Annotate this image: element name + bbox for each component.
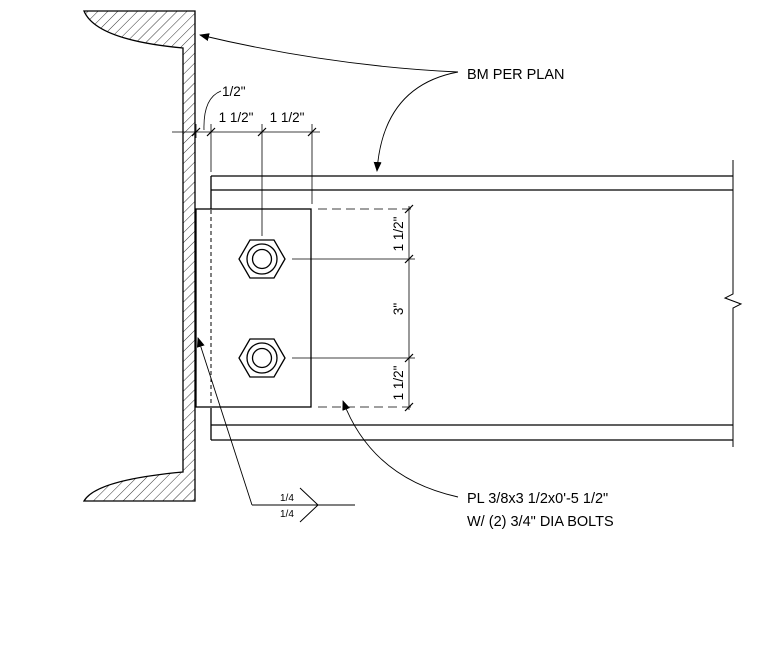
plate-callout: PL 3/8x3 1/2x0'-5 1/2" W/ (2) 3/4" DIA B… <box>342 400 614 530</box>
bolt-bottom-washer <box>246 342 278 374</box>
beam <box>210 160 743 447</box>
vtick-1 <box>404 204 414 214</box>
plate-callout-line1: PL 3/8x3 1/2x0'-5 1/2" <box>467 491 608 507</box>
tick-1 <box>191 127 201 137</box>
beam-callout: BM PER PLAN <box>199 33 565 172</box>
dim-gap-label: 1/2" <box>222 84 246 99</box>
bolt-top-shank <box>251 248 273 270</box>
fillet-weld-icon <box>299 487 319 523</box>
gap-leader <box>203 90 222 131</box>
vtick-3 <box>404 353 414 363</box>
vtick-4 <box>404 402 414 412</box>
beam-leader-to-support <box>199 33 459 73</box>
bolt-top-washer <box>246 243 278 275</box>
tick-3 <box>257 127 267 137</box>
dim-v-bottom-label: 1 1/2" <box>391 365 406 400</box>
vertical-dimensions: 1 1/2" 3" 1 1/2" <box>292 204 415 412</box>
dim-edge-label: 1 1/2" <box>219 110 254 125</box>
beam-leader-to-beam <box>373 71 459 172</box>
weld-arrow-leader <box>196 337 253 506</box>
supporting-member-hatch <box>82 10 196 502</box>
bolt-top <box>238 239 286 279</box>
bolt-bottom <box>238 338 286 378</box>
weld-size-bottom: 1/4 <box>280 509 294 520</box>
plate-leader <box>342 400 459 498</box>
dim-v-top-label: 1 1/2" <box>391 216 406 251</box>
horizontal-dimensions: 1/2" 1 1/2" 1 1/2" <box>172 84 320 236</box>
break-line <box>723 160 743 447</box>
supporting-member <box>82 10 196 502</box>
beam-callout-text: BM PER PLAN <box>467 67 565 83</box>
bolt-bottom-shank <box>251 347 273 369</box>
dim-spacing-label: 1 1/2" <box>270 110 305 125</box>
weld-size-top: 1/4 <box>280 493 294 504</box>
tick-2 <box>206 127 216 137</box>
plate-callout-line2: W/ (2) 3/4" DIA BOLTS <box>467 514 614 530</box>
tick-4 <box>307 127 317 137</box>
dim-v-spacing-label: 3" <box>391 303 406 316</box>
vtick-2 <box>404 254 414 264</box>
weld-symbol: 1/4 1/4 <box>196 337 355 523</box>
